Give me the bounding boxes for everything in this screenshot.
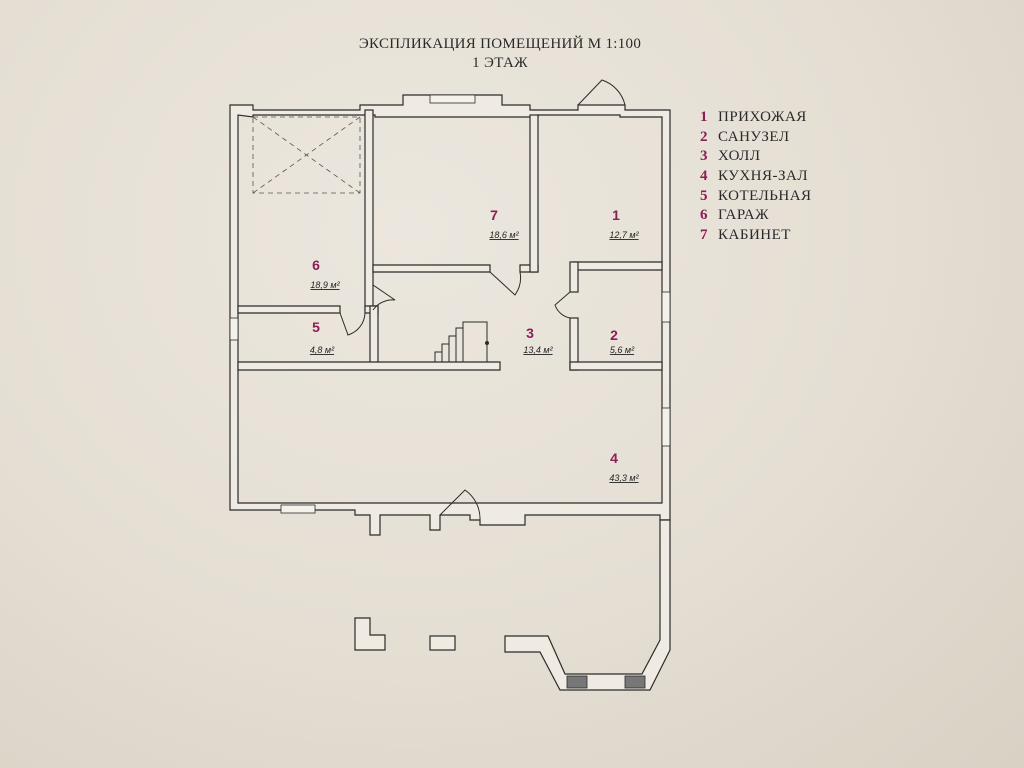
legend-item: 6 ГАРАЖ (700, 206, 812, 226)
room-4-area: 43,3 м² (609, 473, 639, 483)
room-6-area: 18,9 м² (310, 280, 340, 290)
legend-number: 7 (700, 227, 708, 244)
room-2-area: 5,6 м² (610, 345, 635, 355)
windows (229, 94, 671, 514)
room-4-number: 4 (610, 450, 618, 466)
staircase (434, 321, 489, 362)
room-3-number: 3 (526, 325, 534, 341)
legend-number: 1 (700, 109, 708, 125)
room-7-number: 7 (490, 207, 498, 223)
garage-inspection-pit (252, 116, 361, 194)
legend-name: ХОЛЛ (718, 148, 761, 165)
legend-item: 3 ХОЛЛ (700, 147, 812, 167)
room-6-number: 6 (312, 257, 320, 273)
legend-name: КАБИНЕТ (718, 227, 791, 244)
room-1-area: 12,7 м² (609, 230, 639, 240)
legend-name: ГАРАЖ (718, 207, 770, 224)
room-2-number: 2 (610, 327, 618, 343)
room-3-area: 13,4 м² (523, 345, 553, 355)
legend-item: 5 КОТЕЛЬНАЯ (700, 187, 812, 207)
porch-columns (354, 617, 456, 651)
legend-item: 2 САНУЗЕЛ (700, 128, 812, 148)
room-labels: 1 12,7 м² 2 5,6 м² 3 13,4 м² 4 43,3 м² 5… (310, 207, 640, 483)
interior-walls (237, 109, 663, 371)
legend-number: 2 (700, 128, 708, 145)
bay-window (504, 519, 671, 691)
room-5-area: 4,8 м² (310, 345, 335, 355)
legend-number: 5 (700, 187, 708, 204)
room-legend: 1 ПРИХОЖАЯ 2 САНУЗЕЛ 3 ХОЛЛ 4 КУХНЯ-ЗАЛ 5 КОТ… (700, 108, 812, 246)
legend-item: 4 КУХНЯ-ЗАЛ (700, 167, 812, 187)
legend-item: 7 КАБИНЕТ (700, 226, 812, 246)
floor-label: 1 ЭТАЖ (472, 55, 528, 71)
legend-name: ПРИХОЖАЯ (718, 109, 807, 125)
room-1-number: 1 (612, 207, 620, 223)
legend-name: КОТЕЛЬНАЯ (718, 187, 812, 204)
drawing-title: ЭКСПЛИКАЦИЯ ПОМЕЩЕНИЙ М 1:100 (358, 36, 642, 52)
legend-number: 4 (700, 168, 708, 185)
room-7-area: 18,6 м² (489, 230, 519, 240)
doors (339, 79, 626, 521)
legend-number: 3 (700, 148, 708, 165)
legend-item: 1 ПРИХОЖАЯ (700, 108, 812, 128)
legend-name: САНУЗЕЛ (718, 128, 790, 145)
legend-number: 6 (700, 207, 708, 224)
legend-name: КУХНЯ-ЗАЛ (718, 168, 809, 185)
room-5-number: 5 (312, 319, 320, 335)
exterior-walls (229, 94, 671, 536)
